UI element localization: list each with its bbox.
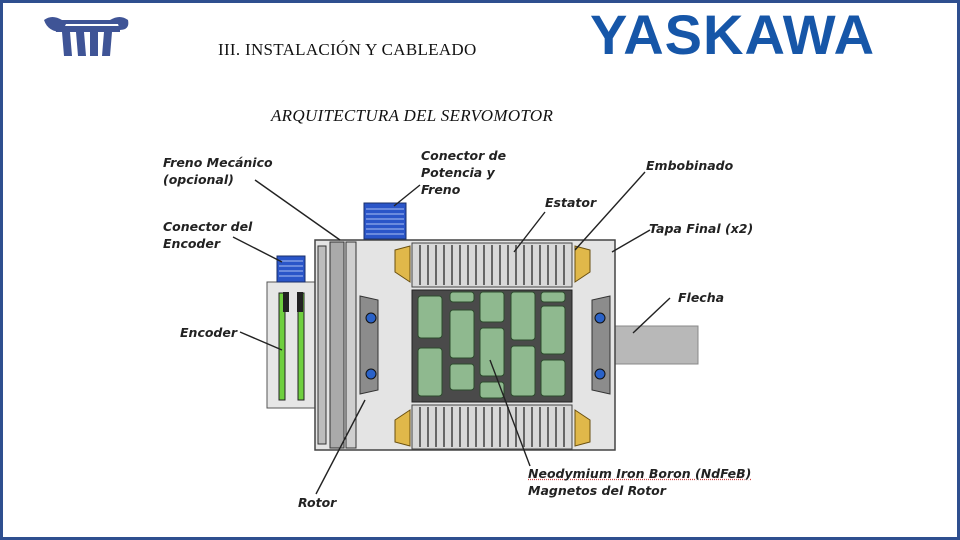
- brand-logo: YASKAWA: [590, 3, 876, 66]
- label-rotor: Rotor: [298, 495, 337, 510]
- label-freno: Freno Mecánico (opcional): [163, 154, 273, 188]
- label-freno-line2: (opcional): [163, 172, 234, 187]
- label-conector-potencia-line2: Potencia y: [421, 165, 495, 180]
- label-conector-potencia-line3: Freno: [421, 182, 461, 197]
- label-conector-potencia-line1: Conector de: [421, 148, 507, 163]
- diagram-title: ARQUITECTURA DEL SERVOMOTOR: [271, 106, 554, 125]
- label-freno-line1: Freno Mecánico: [163, 155, 273, 170]
- label-embobinado: Embobinado: [646, 158, 734, 173]
- label-conector-potencia: Conector de Potencia y Freno: [421, 147, 506, 198]
- slide-title: III. INSTALACIÓN Y CABLEADO: [218, 40, 477, 59]
- label-estator: Estator: [545, 195, 597, 210]
- label-imanes-line2: Magnetos del Rotor: [528, 483, 666, 498]
- label-flecha: Flecha: [678, 290, 725, 305]
- label-imanes: Neodymium Iron Boron (NdFeB) Magnetos de…: [528, 465, 751, 499]
- label-encoder: Encoder: [180, 325, 238, 340]
- label-tapa-final: Tapa Final (x2): [649, 221, 754, 236]
- label-conector-encoder: Conector del Encoder: [163, 218, 252, 252]
- encoder-connector: [276, 255, 306, 283]
- label-conector-encoder-line2: Encoder: [163, 236, 221, 251]
- label-imanes-line1: Neodymium Iron Boron (NdFeB): [528, 466, 752, 481]
- label-conector-encoder-line1: Conector del: [163, 219, 253, 234]
- encoder-housing: [266, 281, 318, 409]
